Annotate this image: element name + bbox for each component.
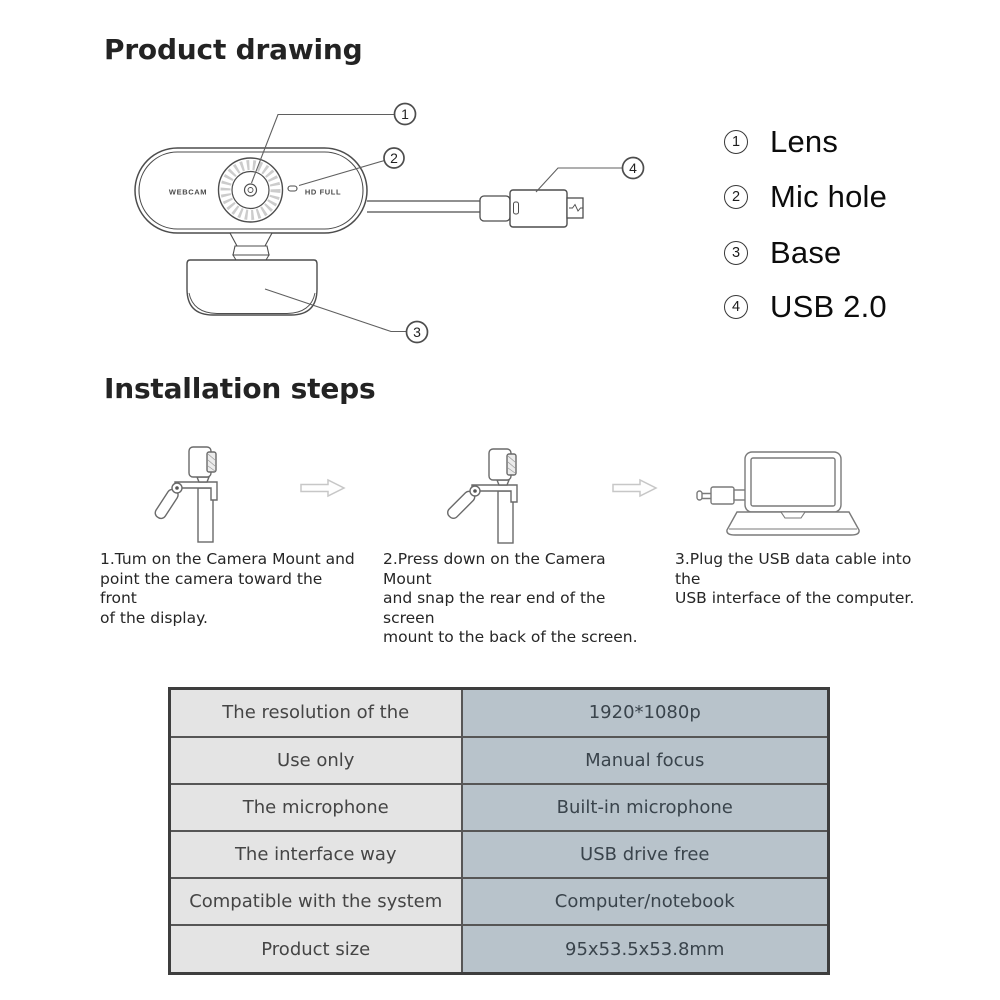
spec-value-resolution: 1920*1080p <box>460 687 830 738</box>
base-icon <box>186 232 318 316</box>
legend-number-4: 4 <box>724 295 748 319</box>
laptop-icon <box>726 451 860 536</box>
spec-value-microphone: Built-in microphone <box>460 782 830 832</box>
callout-3-number: 3 <box>413 324 421 340</box>
spec-key-size: Product size <box>168 924 463 975</box>
webcam-brand-label: WEBCAM <box>169 188 207 197</box>
camera-mount-step1-icon <box>154 446 218 543</box>
legend-label-mic-hole: Mic hole <box>770 179 888 214</box>
spec-table: The resolution of the 1920*1080p Use onl… <box>168 687 830 975</box>
arrow-right-icon <box>612 478 658 498</box>
callout-3: 3 <box>264 288 429 344</box>
spec-key-compatibility: Compatible with the system <box>168 877 463 927</box>
callout-2: 2 <box>298 147 405 187</box>
laptop-usb-icon <box>696 451 860 536</box>
callout-4-number: 4 <box>629 160 637 176</box>
callout-1-number: 1 <box>401 106 409 122</box>
legend-item-mic-hole: 2 Mic hole <box>724 179 888 214</box>
product-drawing-title: Product drawing <box>104 33 363 66</box>
step1-caption: 1.Tum on the Camera Mount and point the … <box>100 550 355 627</box>
legend-label-lens: Lens <box>770 124 839 159</box>
spec-value-interface: USB drive free <box>460 829 830 880</box>
spec-value-size: 95x53.5x53.8mm <box>460 924 830 975</box>
callout-1: 1 <box>250 102 417 184</box>
spec-row-resolution: The resolution of the 1920*1080p <box>168 687 830 738</box>
legend-item-lens: 1 Lens <box>724 124 839 159</box>
lens-icon <box>217 157 284 223</box>
spec-row-size: Product size 95x53.5x53.8mm <box>168 924 830 975</box>
spec-key-interface: The interface way <box>168 829 463 880</box>
spec-row-interface: The interface way USB drive free <box>168 829 830 880</box>
installation-steps-title: Installation steps <box>104 372 376 405</box>
usb-plug-icon <box>696 486 747 505</box>
legend-label-usb: USB 2.0 <box>770 289 887 324</box>
spec-row-microphone: The microphone Built-in microphone <box>168 782 830 832</box>
spec-key-microphone: The microphone <box>168 782 463 832</box>
arrow-right-icon <box>300 478 346 498</box>
legend-number-1: 1 <box>724 130 748 154</box>
callout-2-number: 2 <box>390 150 398 166</box>
spec-key-focus: Use only <box>168 735 463 785</box>
step3-caption: 3.Plug the USB data cable into the USB i… <box>675 550 915 607</box>
spec-row-compatibility: Compatible with the system Computer/note… <box>168 877 830 927</box>
spec-value-compatibility: Computer/notebook <box>460 877 830 927</box>
legend-number-2: 2 <box>724 185 748 209</box>
webcam-front-icon: WEBCAM HD FULL <box>134 147 368 316</box>
spec-value-focus: Manual focus <box>460 735 830 785</box>
step2-caption: 2.Press down on the Camera Mount and sna… <box>383 550 638 646</box>
spec-key-resolution: The resolution of the <box>168 687 463 738</box>
mic-hole-icon <box>287 185 298 192</box>
legend-number-3: 3 <box>724 241 748 265</box>
spec-row-focus: Use only Manual focus <box>168 735 830 785</box>
hd-full-label: HD FULL <box>305 188 341 197</box>
legend-item-base: 3 Base <box>724 235 842 270</box>
webcam-product-drawing: WEBCAM HD FULL 1 <box>134 102 645 344</box>
usb-connector-icon <box>367 189 584 228</box>
camera-mount-step2-icon <box>447 448 518 544</box>
legend-item-usb: 4 USB 2.0 <box>724 289 887 324</box>
legend-label-base: Base <box>770 235 842 270</box>
callout-4: 4 <box>535 156 645 193</box>
